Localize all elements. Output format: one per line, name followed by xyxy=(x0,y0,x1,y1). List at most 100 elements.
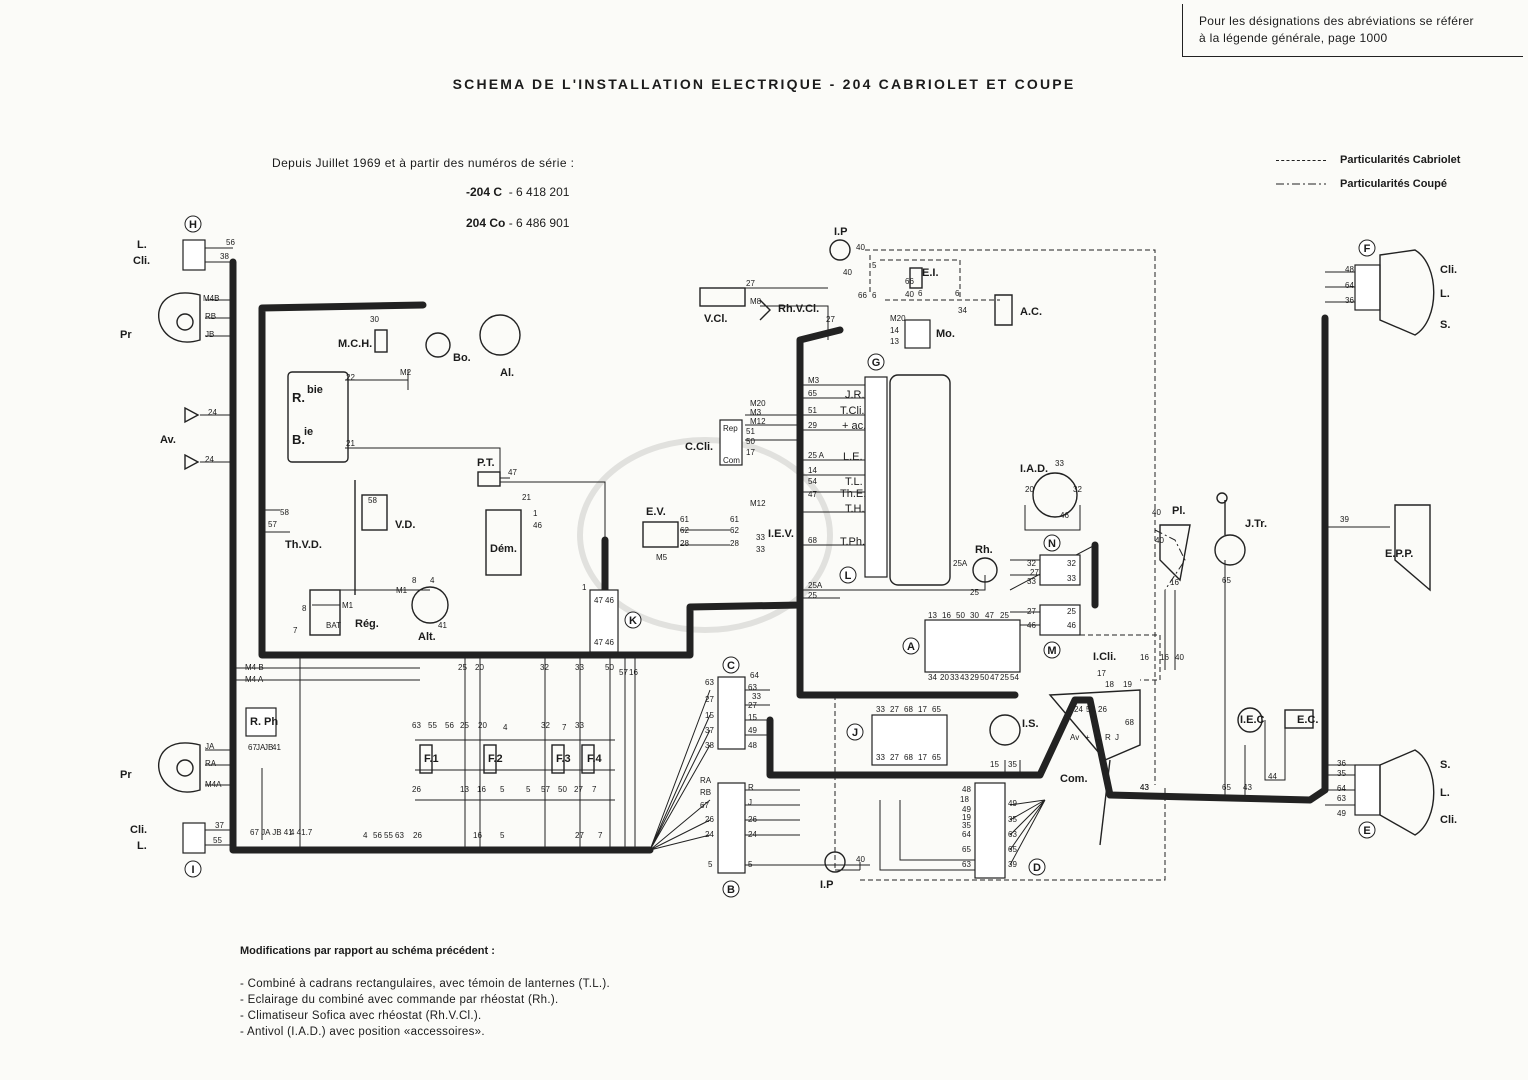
connector-block-rph xyxy=(245,707,277,737)
wire-number: 50 xyxy=(980,673,989,682)
wire-number: 32 xyxy=(1073,485,1082,494)
reference-note-line-2: à la légende générale, page 1000 xyxy=(1199,31,1388,45)
wire-number: 33 xyxy=(756,545,765,554)
component-label: Al. xyxy=(500,367,514,379)
wire-number: M4 B xyxy=(245,663,264,672)
component-symbols xyxy=(158,239,1435,873)
component-label: P.T. xyxy=(477,457,495,469)
component-label: Th.V.D. xyxy=(285,539,322,551)
legend-cabriolet: Particularités Cabriolet xyxy=(1276,154,1460,166)
svg-text:E: E xyxy=(1363,825,1370,837)
wire-number: 40 xyxy=(905,290,914,299)
connector-block-j xyxy=(871,714,948,766)
wire-number: 58 xyxy=(368,496,377,505)
wire-number: 64 xyxy=(750,671,759,680)
wire-number: 33 xyxy=(575,663,584,672)
wire xyxy=(345,370,409,390)
wire-number: 54 xyxy=(808,477,817,486)
plate-lamp-epp-symbol xyxy=(1394,504,1431,592)
wire-number: 27 xyxy=(575,831,584,840)
wire-number: 35 xyxy=(1008,815,1017,824)
wire-number: 28 xyxy=(730,539,739,548)
wire xyxy=(745,689,770,736)
wire-number: 56 xyxy=(226,238,235,247)
wire-number: 29 xyxy=(970,673,979,682)
wire xyxy=(415,739,615,801)
connector-block-i xyxy=(182,822,206,854)
wire-number: 29 xyxy=(808,421,817,430)
fuel-gauge-jtr-symbol xyxy=(1214,534,1246,566)
wire-number: 55 xyxy=(384,831,393,840)
component-label: V.Cl. xyxy=(704,313,727,325)
rheostat-rh-symbol xyxy=(972,557,998,583)
wire-number: 14 xyxy=(808,466,817,475)
cabriolet-wire xyxy=(865,249,1156,785)
wire-number: 5 xyxy=(500,831,505,840)
wire-number: 17 xyxy=(918,705,927,714)
wire-number: 63 xyxy=(412,721,421,730)
connector-k: K xyxy=(624,611,642,629)
wire-number: M1 xyxy=(396,586,408,595)
connector-g: G xyxy=(867,353,885,371)
wire-number: 50 xyxy=(746,437,755,446)
connector-block-m xyxy=(1039,604,1081,636)
svg-text:C: C xyxy=(727,660,735,672)
lamp-ei-symbol xyxy=(909,267,923,289)
wire-number: 61 xyxy=(730,515,739,524)
wire-number: 51 xyxy=(808,406,817,415)
component-label: A.C. xyxy=(1020,306,1042,318)
wire-number: M1 xyxy=(342,601,354,610)
wire-number: 7 xyxy=(562,723,567,732)
wire-number: 1 xyxy=(582,583,587,592)
svg-text:L: L xyxy=(845,570,852,582)
connector-block-b xyxy=(717,782,746,874)
wire-number: 65 xyxy=(1222,576,1231,585)
wire-number: 20 xyxy=(1025,485,1034,494)
wire-number: 19 xyxy=(962,813,971,822)
gauge-label: T.L. xyxy=(845,476,863,488)
wire-number: 32 xyxy=(1067,559,1076,568)
wire-number: 62 xyxy=(730,526,739,535)
wire-number: 17 xyxy=(746,448,755,457)
wire-number: 20 xyxy=(478,721,487,730)
headlamp-bottom-lens xyxy=(176,759,194,777)
thermostat-mch-symbol xyxy=(374,329,388,353)
wire-number: 40 xyxy=(1155,536,1164,545)
connector-block-e xyxy=(1354,764,1381,816)
wire-number: 68 xyxy=(904,753,913,762)
svg-text:M: M xyxy=(1047,645,1056,657)
wire-number: 5 xyxy=(500,785,505,794)
wire-number: Rep xyxy=(723,424,738,433)
ignition-iad-symbol xyxy=(1032,472,1078,518)
svg-text:J: J xyxy=(852,727,858,739)
component-label: R. xyxy=(292,390,305,405)
wire-number: 66 xyxy=(905,277,914,286)
wire xyxy=(800,384,870,546)
wire-number: 15 xyxy=(705,711,714,720)
connector-block-ccli xyxy=(719,419,743,466)
wire xyxy=(200,414,233,463)
wire-number: 27 xyxy=(890,753,899,762)
component-label: Av. xyxy=(160,434,176,446)
serial-number: - 6 486 901 xyxy=(508,216,570,230)
serial-model: 204 Co xyxy=(466,216,506,230)
wire xyxy=(1164,590,1176,670)
connector-e: E xyxy=(1358,821,1376,839)
component-label: Cli. xyxy=(1440,264,1457,276)
wire-number: 43 xyxy=(1140,783,1149,792)
wire-number: 34 xyxy=(928,673,937,682)
wire-number: BAT xyxy=(326,621,341,630)
connector-j: J xyxy=(846,723,864,741)
svg-text:D: D xyxy=(1033,862,1041,874)
gauge-label: Th.E. xyxy=(840,488,866,500)
wire-number: 25 xyxy=(1000,673,1009,682)
horn-top-symbol xyxy=(184,406,200,424)
wire xyxy=(1224,560,1286,795)
component-label: L. xyxy=(1440,288,1450,300)
wire-number: 6 xyxy=(872,291,877,300)
wire-number: 33 xyxy=(752,692,761,701)
wire xyxy=(680,529,730,546)
wire-number: 68 xyxy=(904,705,913,714)
harness-dash-lower xyxy=(796,601,1019,699)
wire-number: M20 xyxy=(890,314,906,323)
